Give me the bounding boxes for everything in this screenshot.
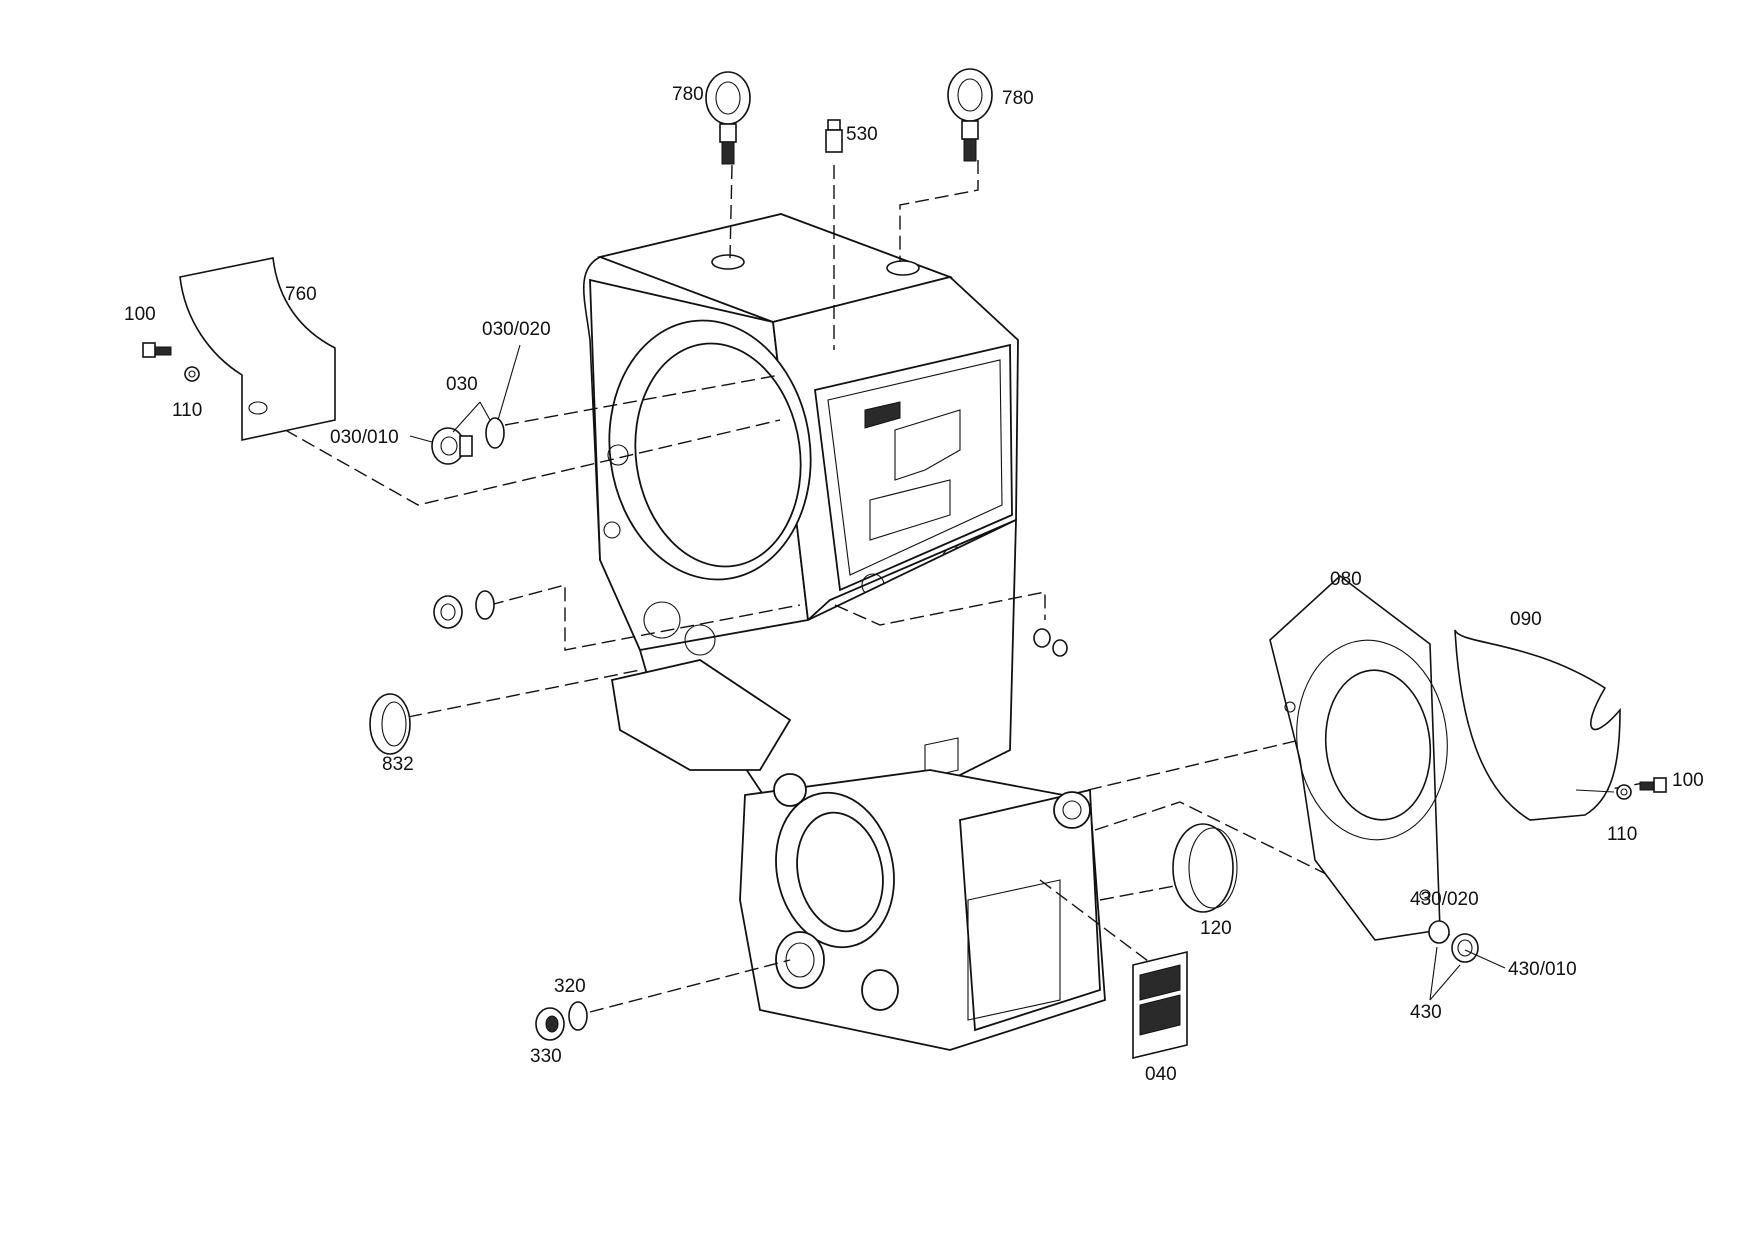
washer-left (184, 366, 200, 382)
label-430-020: 430/020 (1410, 889, 1479, 910)
seal-ring-832 (369, 693, 411, 755)
label-030: 030 (446, 374, 478, 395)
cover-sheet-left (179, 257, 336, 441)
control-plate (814, 343, 1013, 592)
assembly-lines (249, 160, 1661, 1013)
eyebolt-seat-right (886, 260, 920, 276)
callout-labels: 780 780 530 760 100 110 030 030/020 030/… (124, 84, 1704, 1085)
label-030-010: 030/010 (330, 427, 399, 448)
right-lug (1053, 791, 1091, 829)
label-330: 330 (530, 1046, 562, 1067)
label-320: 320 (554, 976, 586, 997)
screw-right (1639, 777, 1667, 793)
plug-screw-030 (431, 427, 473, 465)
label-832: 832 (382, 754, 414, 775)
label-100-right: 100 (1672, 770, 1704, 791)
plate-window (869, 479, 951, 541)
eyebolt-seat-left (711, 254, 745, 270)
lower-boss-2 (861, 969, 899, 1011)
label-780-right: 780 (1002, 88, 1034, 109)
plug-ring-320 (568, 1001, 588, 1031)
plate-slot (864, 401, 901, 429)
screw-left (142, 342, 172, 358)
type-plate-040 (1132, 950, 1188, 1060)
breather-valve (825, 119, 843, 153)
cap-120 (1172, 823, 1238, 913)
transmission-housing (583, 213, 1106, 1051)
label-120: 120 (1200, 918, 1232, 939)
mid-window (924, 737, 959, 779)
eyebolt-right (947, 68, 993, 162)
leader-lines (409, 344, 1615, 1001)
label-760: 760 (285, 284, 317, 305)
side-bore-1 (643, 601, 681, 639)
label-080: 080 (1330, 569, 1362, 590)
drain-screw-430 (1451, 933, 1479, 963)
eyebolt-left (705, 71, 751, 165)
label-530: 530 (846, 124, 878, 145)
lower-right-face (959, 788, 1101, 1032)
label-030-020: 030/020 (482, 319, 551, 340)
label-040: 040 (1145, 1064, 1177, 1085)
plug-ring-030 (485, 417, 505, 449)
lower-right-panel (967, 879, 1061, 1021)
plug-right-small (1033, 628, 1068, 657)
label-110-right: 110 (1607, 824, 1637, 845)
housing-left-edge (583, 256, 601, 561)
side-hole-2 (603, 521, 621, 539)
control-plate-inner (827, 359, 1003, 576)
plate-channel (894, 409, 961, 481)
drain-ring-430 (1428, 920, 1450, 944)
lower-boss (775, 931, 825, 989)
label-100-left: 100 (124, 304, 156, 325)
side-bore-2 (684, 624, 716, 656)
cover-sheet-080 (1269, 574, 1448, 941)
cover-sheet-090 (1454, 629, 1621, 821)
housing-web (610, 659, 792, 771)
label-430: 430 (1410, 1002, 1442, 1023)
lower-boss-hole (785, 942, 815, 978)
main-bore (634, 342, 802, 568)
left-lug (773, 773, 807, 807)
label-110-left: 110 (172, 400, 202, 421)
washer-right (1616, 784, 1632, 800)
lower-bore (796, 811, 884, 933)
plug-screw-330 (535, 1007, 565, 1041)
right-lug-hole (1062, 800, 1082, 820)
plug-mid (433, 590, 495, 629)
label-780-left: 780 (672, 84, 704, 105)
label-090: 090 (1510, 609, 1542, 630)
label-430-010: 430/010 (1508, 959, 1577, 980)
